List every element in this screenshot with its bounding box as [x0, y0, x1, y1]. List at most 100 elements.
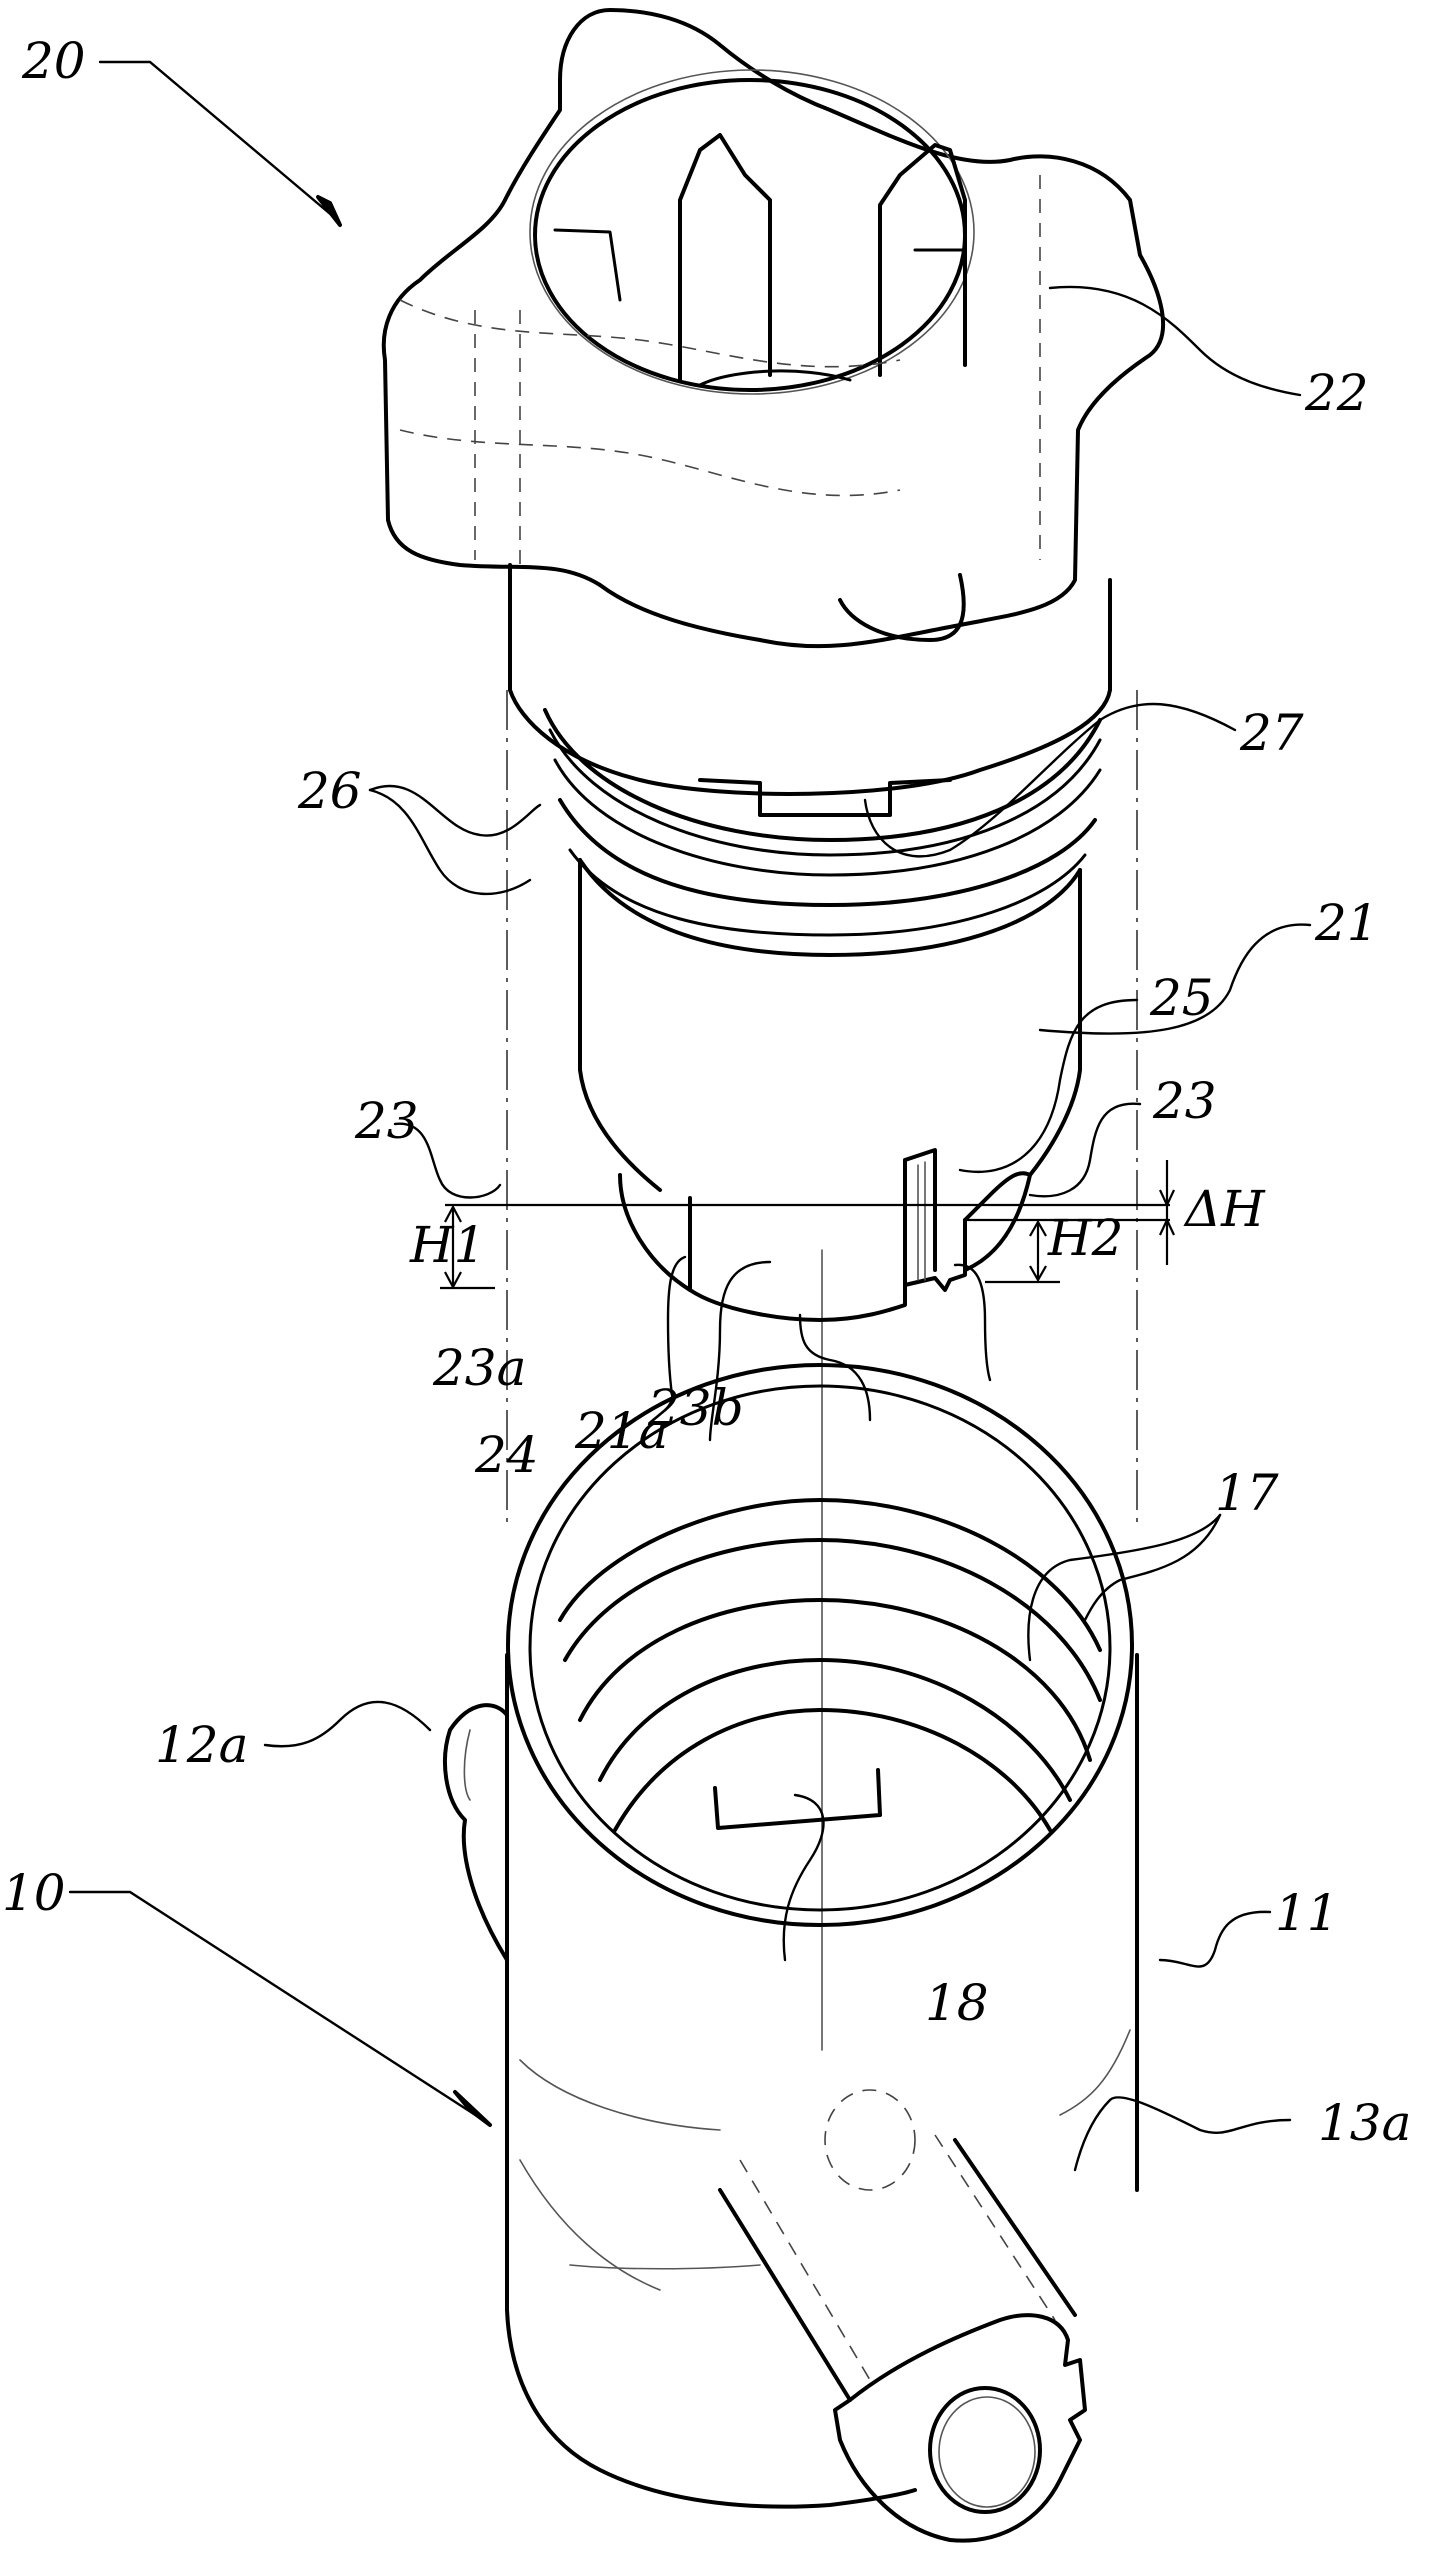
label-23-right: 23 — [1152, 1072, 1217, 1130]
label-22: 22 — [1304, 364, 1369, 422]
knob-neck — [508, 563, 1112, 796]
dim-h2-arrow-bottom — [1029, 1265, 1047, 1283]
prong-left — [678, 133, 772, 382]
housing-part-10 — [443, 1363, 1139, 2543]
housing-rim-inner — [528, 1384, 1112, 1912]
outlet-13a-hidden-root — [824, 2089, 916, 2191]
body-contour-1 — [519, 2059, 721, 2131]
label-26: 26 — [297, 762, 362, 820]
threads-17 — [558, 1498, 1102, 1832]
leader-23a — [666, 1255, 687, 1397]
ring-upper-b — [548, 728, 1102, 857]
dim-dh-arrow-top — [1159, 1189, 1175, 1208]
notch-18 — [713, 1768, 882, 1830]
label-21a: 21a — [574, 1402, 668, 1460]
leader-12a — [263, 1700, 432, 1748]
outlet-13a-tube — [718, 2138, 1077, 2402]
leader-21 — [1038, 923, 1312, 1035]
label-23-left: 23 — [354, 1092, 419, 1150]
rib-25 — [903, 1148, 937, 1292]
leader-23-left — [393, 1122, 502, 1199]
leader-17-a — [1027, 1513, 1222, 1662]
label-delta-h: ΔH — [1183, 1180, 1266, 1238]
lug-24 — [688, 1196, 967, 1322]
body-contour-3 — [1059, 2029, 1131, 2116]
leader-27 — [863, 702, 1237, 858]
label-13a: 13a — [1318, 2094, 1411, 2152]
leader-26-upper — [368, 784, 542, 837]
leader-25 — [958, 998, 1139, 1174]
housing-rim-outer — [506, 1363, 1134, 1927]
ring-lower-b — [568, 848, 1087, 937]
prong-right — [878, 143, 967, 377]
leader-18 — [782, 1793, 825, 1962]
insert-body-21 — [578, 858, 1082, 1192]
dim-h1-arrow-bottom — [444, 1271, 462, 1290]
inner-block-right — [913, 248, 967, 302]
outlet-13a-bore — [928, 2386, 1042, 2514]
label-20: 20 — [21, 32, 86, 90]
label-23b: 23b — [647, 1379, 744, 1437]
leader-24 — [708, 1260, 772, 1442]
dimensions — [440, 1160, 1175, 1290]
label-21: 21 — [1314, 894, 1379, 952]
label-25: 25 — [1149, 969, 1214, 1027]
sealing-rings-26 — [543, 708, 1102, 957]
label-18: 18 — [925, 1974, 989, 2032]
reference-labels: 20 22 27 26 21 25 23 23 H1 H2 ΔH 23a 24 … — [2, 32, 1411, 2152]
leader-23b — [953, 1263, 992, 1382]
thread-4 — [598, 1658, 1072, 1802]
leader-26-lower — [368, 788, 532, 896]
ring-lower — [558, 798, 1097, 907]
outlet-13a-bore-inner — [938, 2396, 1036, 2508]
leader-21a — [798, 1313, 872, 1422]
dim-h1-arrow-top — [444, 1204, 462, 1223]
thread-3 — [578, 1598, 1092, 1762]
dim-h2-arrow-top — [1029, 1219, 1047, 1237]
dim-dh-arrow-bottom — [1159, 1217, 1175, 1236]
thread-5 — [613, 1708, 1052, 1832]
arrow-10 — [453, 2090, 492, 2127]
tab-right-23 — [963, 1171, 1032, 1272]
leader-13a — [1073, 2096, 1292, 2172]
leader-20 — [98, 60, 337, 220]
outlet-13a-flange — [833, 2313, 1087, 2543]
leader-22 — [1048, 285, 1302, 397]
body-contour-4 — [569, 2264, 761, 2270]
label-27: 27 — [1239, 704, 1304, 762]
ring-lower-c — [578, 858, 1082, 957]
leader-11 — [1158, 1910, 1272, 1968]
label-17: 17 — [1215, 1464, 1279, 1522]
leader-10 — [68, 1890, 482, 2120]
knob-bore-rim — [529, 69, 975, 395]
leader-23-right — [1028, 1102, 1142, 1198]
knob-hidden-line-1 — [399, 299, 901, 368]
label-12a: 12a — [155, 1716, 248, 1774]
ring-upper-c — [553, 758, 1102, 877]
label-10: 10 — [2, 1864, 66, 1922]
knob-front-wing — [838, 573, 966, 642]
label-24: 24 — [474, 1426, 539, 1484]
label-h2: H2 — [1047, 1209, 1123, 1267]
leader-lines — [68, 60, 1312, 2172]
label-23a: 23a — [432, 1339, 526, 1397]
ring-upper — [543, 708, 1102, 842]
thread-2 — [563, 1538, 1102, 1702]
side-port-12a-shade — [463, 1729, 471, 1801]
label-h1: H1 — [409, 1216, 485, 1274]
outlet-13a-hidden-1 — [739, 2159, 871, 2381]
key-27 — [698, 778, 952, 817]
knob-part-20 — [381, 8, 1166, 1322]
leader-17-b — [1083, 1513, 1222, 1622]
outlet-13a-hidden-2 — [934, 2134, 1056, 2321]
inner-block-left — [553, 228, 622, 302]
body-contour-2 — [519, 2159, 661, 2291]
knob-hidden-line-2 — [399, 429, 901, 497]
thread-1 — [558, 1498, 1102, 1652]
knob-outline — [381, 8, 1166, 649]
tab-left-23 — [618, 1173, 692, 1292]
label-11: 11 — [1275, 1884, 1339, 1942]
side-port-12a — [443, 1703, 509, 1962]
arrow-20 — [316, 195, 342, 227]
inner-hub — [698, 369, 852, 387]
